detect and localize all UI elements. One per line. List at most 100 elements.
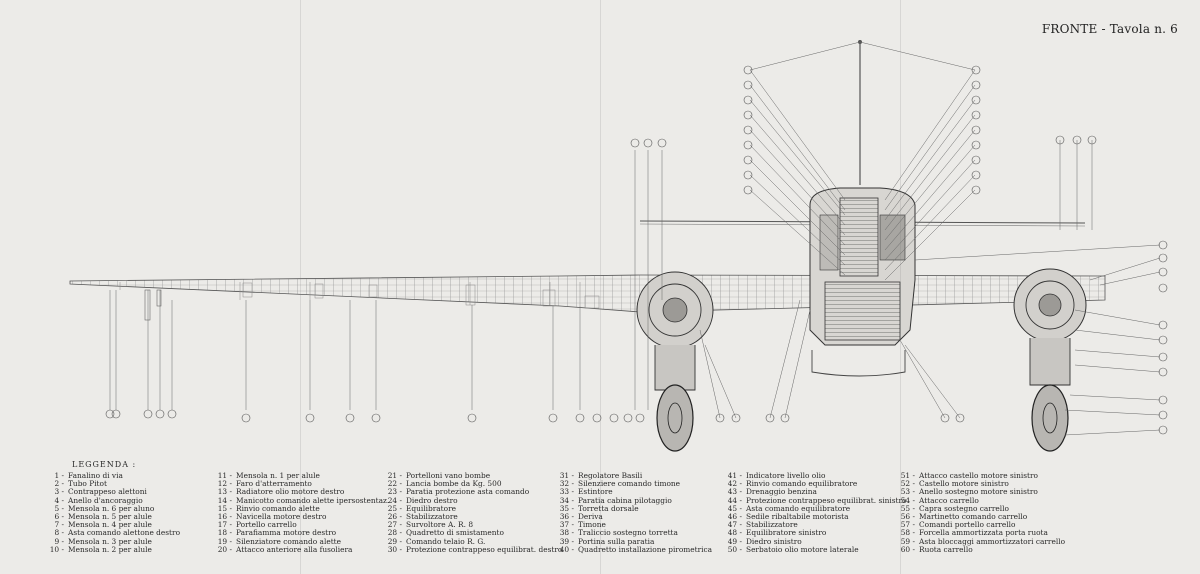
legend-item-number: 43 - xyxy=(727,487,742,497)
legend-item-number: 10 - xyxy=(49,544,64,554)
legend-item: 46 -Sedile ribaltabile motorista xyxy=(720,512,907,522)
legend-item-number: 47 - xyxy=(727,520,742,530)
legend-item-label: Paratia cabina pilotaggio xyxy=(578,495,672,505)
legend-item-label: Comando telaio R. G. xyxy=(406,536,486,546)
legend-item-label: Comandi portello carrello xyxy=(919,520,1016,530)
legend-item: 6 - Mensola n. 5 per alule xyxy=(42,512,180,522)
wing xyxy=(69,274,1106,313)
legend-item-number: 33 - xyxy=(559,487,574,497)
legend-item-label: Timone xyxy=(578,520,606,530)
legend-item: 11 -Mensola n. 1 per alule xyxy=(210,471,389,480)
legend-item: 26 - Stabilizzatore xyxy=(380,512,562,522)
legend-item: 2 -Tubo Pitot xyxy=(42,479,180,488)
legend-item: 38 -Traliccio sostegno torretta xyxy=(552,529,712,537)
legend-item-number: 18 - xyxy=(217,528,232,538)
legend-item: 20 - Attacco anteriore alla fusoliera xyxy=(210,544,389,554)
legend-item: 8 - Asta comando alettone destro xyxy=(42,529,180,537)
legend-item-label: Paratia protezione asta comando xyxy=(406,487,530,497)
legend-item-number: 36 - xyxy=(559,512,574,522)
callout-markers xyxy=(105,65,1168,435)
legend-item: 30 -Protezione contrappeso equilibrat. d… xyxy=(380,544,563,554)
legend-item-label: Asta comando alettone destro xyxy=(68,528,181,538)
legend-item-label: Mensola n. 5 per alule xyxy=(68,512,152,522)
legend-item-number: 9 - xyxy=(54,536,64,546)
legend-item: 25 -Equilibratore xyxy=(380,503,562,513)
legend-item-number: 48 - xyxy=(727,528,742,538)
legend-item-number: 7 - xyxy=(54,520,64,530)
legend-item-label: Rinvio comando equilibratore xyxy=(746,479,858,489)
legend-item-label: Navicella motore destro xyxy=(236,512,327,522)
legend-item-label: Portelloni vano bombe xyxy=(406,471,491,480)
legend-item-label: Martinetto comando carrello xyxy=(919,512,1028,522)
fold-line xyxy=(600,0,601,574)
legend-item-label: Attacco carrello xyxy=(919,495,979,505)
legend-item-label: Anello sostegno motore sinistro xyxy=(919,487,1038,497)
legend-item-number: 50 - xyxy=(727,544,742,554)
legend-item-label: Anello d'ancoraggio xyxy=(68,495,143,505)
legend-item-label: Rinvio comando alette xyxy=(236,503,320,513)
legend-item-label: Attacco anteriore alla fusoliera xyxy=(236,544,353,554)
legend-item-number: 8 - xyxy=(54,528,64,538)
legend-item: 41 -Indicatore livello olio xyxy=(720,471,907,480)
legend-item-label: Diedro sinistro xyxy=(746,536,802,546)
legend-item-number: 21 - xyxy=(387,471,402,480)
legend-item: 1 -Fanalino di via xyxy=(42,471,180,480)
legend-item-label: Indicatore livello olio xyxy=(746,471,826,480)
legend-item-number: 6 - xyxy=(54,512,64,522)
legend-item-number: 39 - xyxy=(559,536,574,546)
legend-item-label: Drenaggio benzina xyxy=(746,487,817,497)
legend-item-number: 26 - xyxy=(387,512,402,522)
legend-item-number: 45 - xyxy=(727,503,742,513)
legend-item: 58 -Forcella ammortizzata porta ruota xyxy=(893,529,1065,537)
legend-item-label: Lancia bombe da Kg. 500 xyxy=(406,479,502,489)
legend-item-number: 32 - xyxy=(559,479,574,489)
callout-leaders xyxy=(109,41,1161,436)
legend-item: 19 -Silenziatore comando alette xyxy=(210,536,389,546)
legend-item-label: Mensola n. 4 per alule xyxy=(68,520,152,530)
legend-item: 15 -Rinvio comando alette xyxy=(210,503,389,513)
legend-item-label: Attacco castello motore sinistro xyxy=(919,471,1038,480)
legend-item-label: Castello motore sinistro xyxy=(919,479,1009,489)
legend-item-label: Estintore xyxy=(578,487,613,497)
legend-item-number: 16 - xyxy=(217,512,232,522)
legend-item-number: 24 - xyxy=(387,495,402,505)
legend-item: 52 -Castello motore sinistro xyxy=(893,479,1065,489)
legend-item: 12 -Faro d'atterramento xyxy=(210,479,389,488)
legend-item-number: 49 - xyxy=(727,536,742,546)
legend-item-label: Mensola n. 2 per alule xyxy=(68,544,152,554)
engine-nacelle-left xyxy=(1013,268,1087,452)
legend-item-number: 28 - xyxy=(387,528,402,538)
legend-item-number: 29 - xyxy=(387,536,402,546)
legend-item-label: Contrappeso alettoni xyxy=(68,487,147,497)
legend-item-number: 4 - xyxy=(54,495,64,505)
legend-item: 18 -Parafiamma motore destro xyxy=(210,529,389,537)
aileron-linkage xyxy=(144,289,162,321)
legend-item-number: 13 - xyxy=(217,487,232,497)
legend-item-number: 19 - xyxy=(217,536,232,546)
legend-item-number: 59 - xyxy=(900,536,915,546)
legend-item-label: Silenziere comando timone xyxy=(578,479,681,489)
legend-item-number: 30 - xyxy=(387,544,402,554)
legend-item-number: 54 - xyxy=(900,495,915,505)
wing-structure xyxy=(119,282,600,309)
legend-item-label: Forcella ammortizzata porta ruota xyxy=(919,528,1048,538)
legend-item-label: Stabilizzatore xyxy=(406,512,458,522)
legend-item-number: 34 - xyxy=(559,495,574,505)
legend-item-label: Mensola n. 6 per aluno xyxy=(68,503,155,513)
legend-item: 44 -Protezione contrappeso equilibrat. s… xyxy=(720,495,907,505)
legend-item-label: Equilibratore sinistro xyxy=(746,528,827,538)
legend-item-number: 46 - xyxy=(727,512,742,522)
legend-item-number: 44 - xyxy=(727,495,742,505)
legend-item-label: Stabilizzatore xyxy=(746,520,798,530)
legend-item-label: Mensola n. 1 per alule xyxy=(236,471,320,480)
legend-item-number: 20 - xyxy=(217,544,232,554)
legend-item-label: Traliccio sostegno torretta xyxy=(578,528,678,538)
legend-item: 35 -Torretta dorsale xyxy=(552,503,712,513)
legend-item-label: Torretta dorsale xyxy=(578,503,639,513)
legend-item-label: Serbatoio olio motore laterale xyxy=(746,544,859,554)
legend-item-number: 25 - xyxy=(387,503,402,513)
